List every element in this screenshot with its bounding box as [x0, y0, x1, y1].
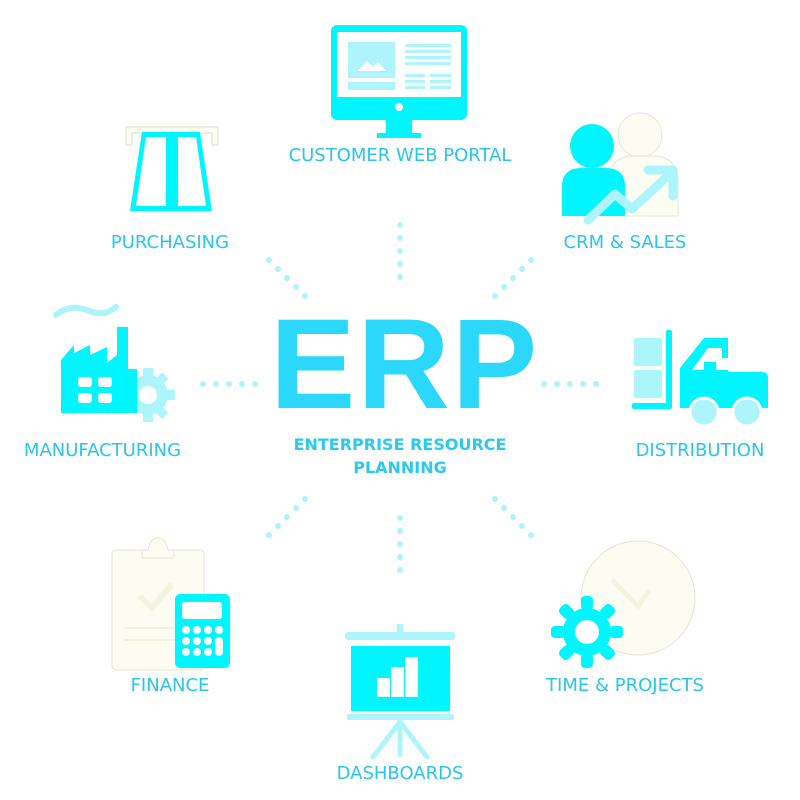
- module-label: DASHBOARDS: [336, 763, 464, 784]
- module-label: PURCHASING: [110, 232, 230, 253]
- erp-subtitle-line2: PLANNING: [353, 458, 447, 477]
- module-label: FINANCE: [130, 675, 210, 696]
- factory-icon: [53, 304, 175, 422]
- clipboard-calculator-icon: [111, 537, 230, 671]
- module-label: CUSTOMER WEB PORTAL: [288, 145, 512, 166]
- card-payment-icon: [125, 126, 219, 211]
- module-label: CRM & SALES: [563, 232, 687, 253]
- users-growth-icon: [562, 112, 679, 225]
- monitor-icon: [331, 25, 467, 138]
- module-label: TIME & PROJECTS: [546, 675, 704, 696]
- presentation-chart-icon: [345, 624, 455, 760]
- forklift-icon: [632, 330, 768, 428]
- module-label: DISTRIBUTION: [635, 440, 765, 461]
- clock-gear-icon: [551, 540, 696, 668]
- erp-subtitle-line1: ENTERPRISE RESOURCE: [293, 435, 507, 454]
- erp-subtitle: ENTERPRISE RESOURCE PLANNING: [270, 433, 530, 479]
- module-label: MANUFACTURING: [23, 440, 182, 461]
- erp-title: ERP: [270, 293, 540, 436]
